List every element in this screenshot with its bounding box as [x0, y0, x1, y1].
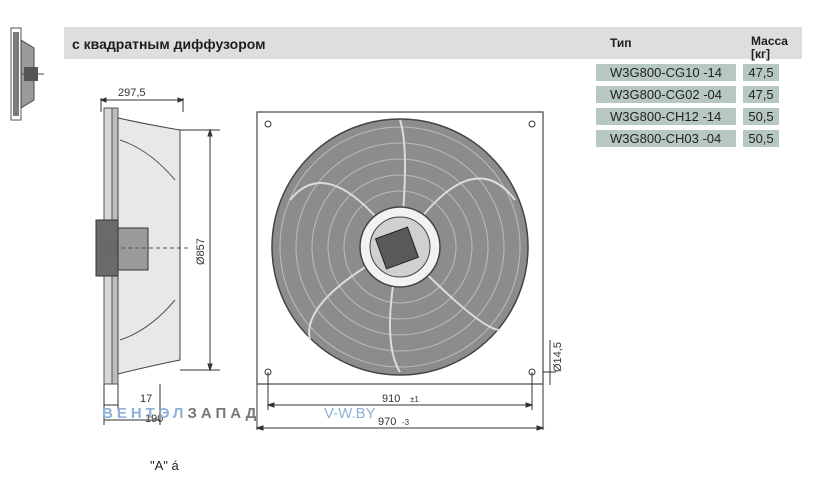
front-view-drawing	[255, 111, 556, 431]
dim-hole: Ø14,5	[552, 342, 564, 372]
dim-inner: 910	[382, 393, 400, 405]
model-cell: W3G800-CH03 -04	[596, 130, 736, 147]
watermark-url: V-W.BY	[324, 405, 376, 422]
dim-depth: 297,5	[118, 87, 146, 99]
column-header-type: Тип	[610, 36, 632, 50]
dim-outer: 970	[378, 416, 396, 428]
watermark-brand-b: ЗАПАД	[187, 405, 261, 422]
section-title: с квадратным диффузором	[72, 36, 266, 52]
table-row: W3G800-CG02 -04 47,5	[596, 86, 796, 108]
dim-17: 17	[140, 393, 152, 405]
header-bar	[64, 27, 802, 59]
model-cell: W3G800-CH12 -14	[596, 108, 736, 125]
mass-cell: 47,5	[743, 64, 779, 81]
dim-190: 190	[145, 413, 163, 425]
watermark-brand: ВЕНТЭЛЗАПАД	[102, 405, 260, 422]
dim-inner-tolerance: ±1	[410, 395, 419, 404]
table-row: W3G800-CH03 -04 50,5	[596, 130, 796, 152]
model-cell: W3G800-CG02 -04	[596, 86, 736, 103]
model-cell: W3G800-CG10 -14	[596, 64, 736, 81]
column-header-mass: Масса [кг]	[751, 34, 788, 61]
footnote: "A" á	[150, 458, 179, 473]
model-table: W3G800-CG10 -14 47,5 W3G800-CG02 -04 47,…	[596, 64, 796, 152]
mass-cell: 50,5	[743, 108, 779, 125]
dim-outer-tolerance: -3	[402, 418, 410, 427]
table-row: W3G800-CG10 -14 47,5	[596, 64, 796, 86]
mass-cell: 47,5	[743, 86, 779, 103]
thumbnail-side-view-icon	[10, 27, 44, 121]
mass-cell: 50,5	[743, 130, 779, 147]
side-view-drawing	[95, 97, 220, 425]
watermark-brand-a: ВЕНТЭЛ	[102, 405, 188, 422]
dim-diameter: Ø857	[195, 238, 207, 265]
table-row: W3G800-CH12 -14 50,5	[596, 108, 796, 130]
